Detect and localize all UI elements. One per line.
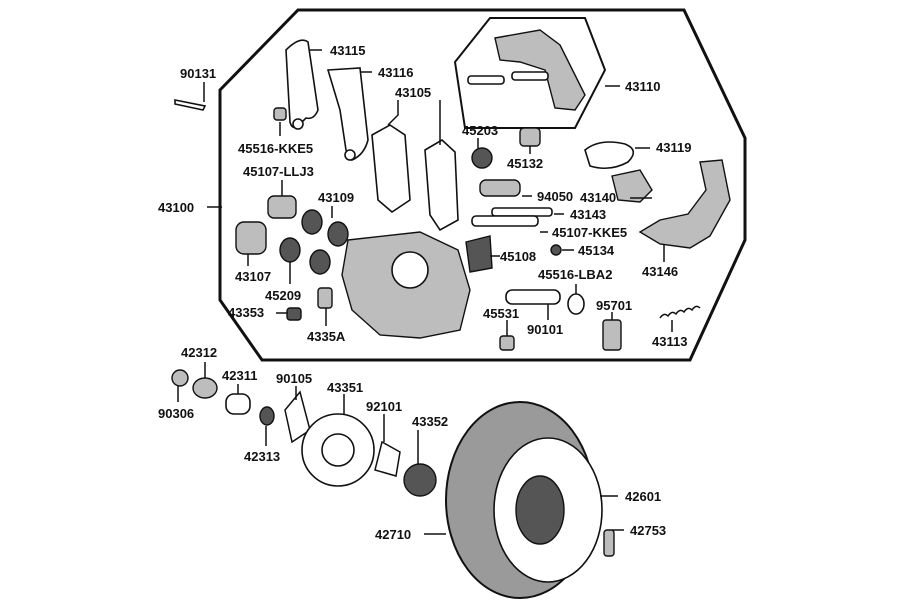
- collar-42311-part: [225, 393, 251, 415]
- pad-left-part: [371, 124, 411, 214]
- label-43110: 43110: [625, 79, 660, 94]
- seal-43109-b: [327, 221, 349, 247]
- label-43107: 43107: [235, 269, 271, 284]
- shim-43115-hole: [292, 118, 304, 130]
- label-42710: 42710: [375, 527, 411, 542]
- pin-90131-part: [174, 99, 207, 111]
- bracket-43140-part: [611, 169, 653, 203]
- pad-right-part: [424, 139, 459, 232]
- label-43143: 43143: [570, 207, 606, 222]
- bolt-90101-part: [505, 289, 561, 305]
- label-45531: 45531: [483, 306, 519, 321]
- label-45516-kke5: 45516-KKE5: [238, 141, 313, 156]
- cap-43353-part: [286, 307, 302, 321]
- washer-45516-lba2-part: [567, 293, 585, 315]
- pin-45107-kke5-part: [471, 215, 539, 227]
- shim-43116-part: [326, 67, 369, 162]
- nut-45531-part: [499, 335, 515, 351]
- label-43146: 43146: [642, 264, 678, 279]
- label-4335a: 4335A: [307, 329, 346, 344]
- label-45107-kke5: 45107-KKE5: [552, 225, 627, 240]
- label-42753: 42753: [630, 523, 666, 538]
- shim-43116-hole: [344, 149, 356, 161]
- seal-43109-a: [309, 249, 331, 275]
- bracket-pin-a: [467, 75, 505, 85]
- bracket-inset-frame: [453, 17, 607, 129]
- label-43109: 43109: [318, 190, 354, 205]
- seal-45209-b: [301, 209, 323, 235]
- label-43351: 43351: [327, 380, 363, 395]
- label-42601: 42601: [625, 489, 661, 504]
- seal-45209-a: [279, 237, 301, 263]
- piston-43107-part: [235, 221, 267, 255]
- gasket-43119-part: [584, 141, 635, 170]
- label-43113: 43113: [652, 334, 687, 349]
- label-43116: 43116: [378, 65, 413, 80]
- label-94050: 94050: [537, 189, 573, 204]
- label-90131: 90131: [180, 66, 216, 81]
- shim-43115-part: [285, 39, 319, 129]
- sleeve-94050-part: [479, 179, 521, 197]
- label-45107-llj3: 45107-LLJ3: [243, 164, 314, 179]
- seal-42313-part: [259, 406, 275, 426]
- label-43100: 43100: [158, 200, 194, 215]
- label-90105: 90105: [276, 371, 312, 386]
- label-92101: 92101: [366, 399, 402, 414]
- bolt-95701-part: [602, 319, 622, 351]
- label-45108: 45108: [500, 249, 536, 264]
- ring-43352-part: [403, 463, 437, 497]
- spring-43113-part: [659, 305, 701, 319]
- label-45209: 45209: [265, 288, 301, 303]
- label-42311: 42311: [222, 368, 257, 383]
- plate-92101-part: [374, 440, 401, 477]
- plug-45107-llj3-part: [267, 195, 297, 219]
- label-95701: 95701: [596, 298, 632, 313]
- label-90101: 90101: [527, 322, 563, 337]
- label-43140: 43140: [580, 190, 616, 205]
- lever-43146-part: [638, 159, 731, 249]
- label-45132: 45132: [507, 156, 543, 171]
- label-43105: 43105: [395, 85, 431, 100]
- bracket-43110-part: [494, 29, 586, 111]
- label-45134: 45134: [578, 243, 615, 258]
- label-43353: 43353: [228, 305, 264, 320]
- valve-42753-part: [603, 529, 615, 557]
- collar-42312-part: [192, 377, 218, 399]
- label-45203: 45203: [462, 123, 498, 138]
- label-43115: 43115: [330, 43, 365, 58]
- pin-43143-part: [491, 207, 553, 217]
- bolt-45516-kke5-part: [273, 107, 287, 121]
- nut-45134-part: [550, 244, 562, 256]
- label-45516-lba2: 45516-LBA2: [538, 267, 612, 282]
- caliper-bore: [391, 251, 429, 289]
- clip-45108-part: [465, 235, 493, 273]
- rim-42601-hub: [515, 475, 565, 545]
- sleeve-45132-part: [519, 127, 541, 147]
- lead-43105: [387, 100, 441, 145]
- disc-43351-hub: [321, 433, 355, 467]
- bracket-pin-b: [511, 71, 549, 81]
- caliper-assembly-frame: [218, 8, 747, 362]
- label-43352: 43352: [412, 414, 448, 429]
- nut-90306-part: [171, 369, 189, 387]
- label-90306: 90306: [158, 406, 194, 421]
- label-43119: 43119: [656, 140, 691, 155]
- boot-45203-part: [471, 147, 493, 169]
- label-42313: 42313: [244, 449, 280, 464]
- label-42312: 42312: [181, 345, 217, 360]
- bleeder-4335a-part: [317, 287, 333, 309]
